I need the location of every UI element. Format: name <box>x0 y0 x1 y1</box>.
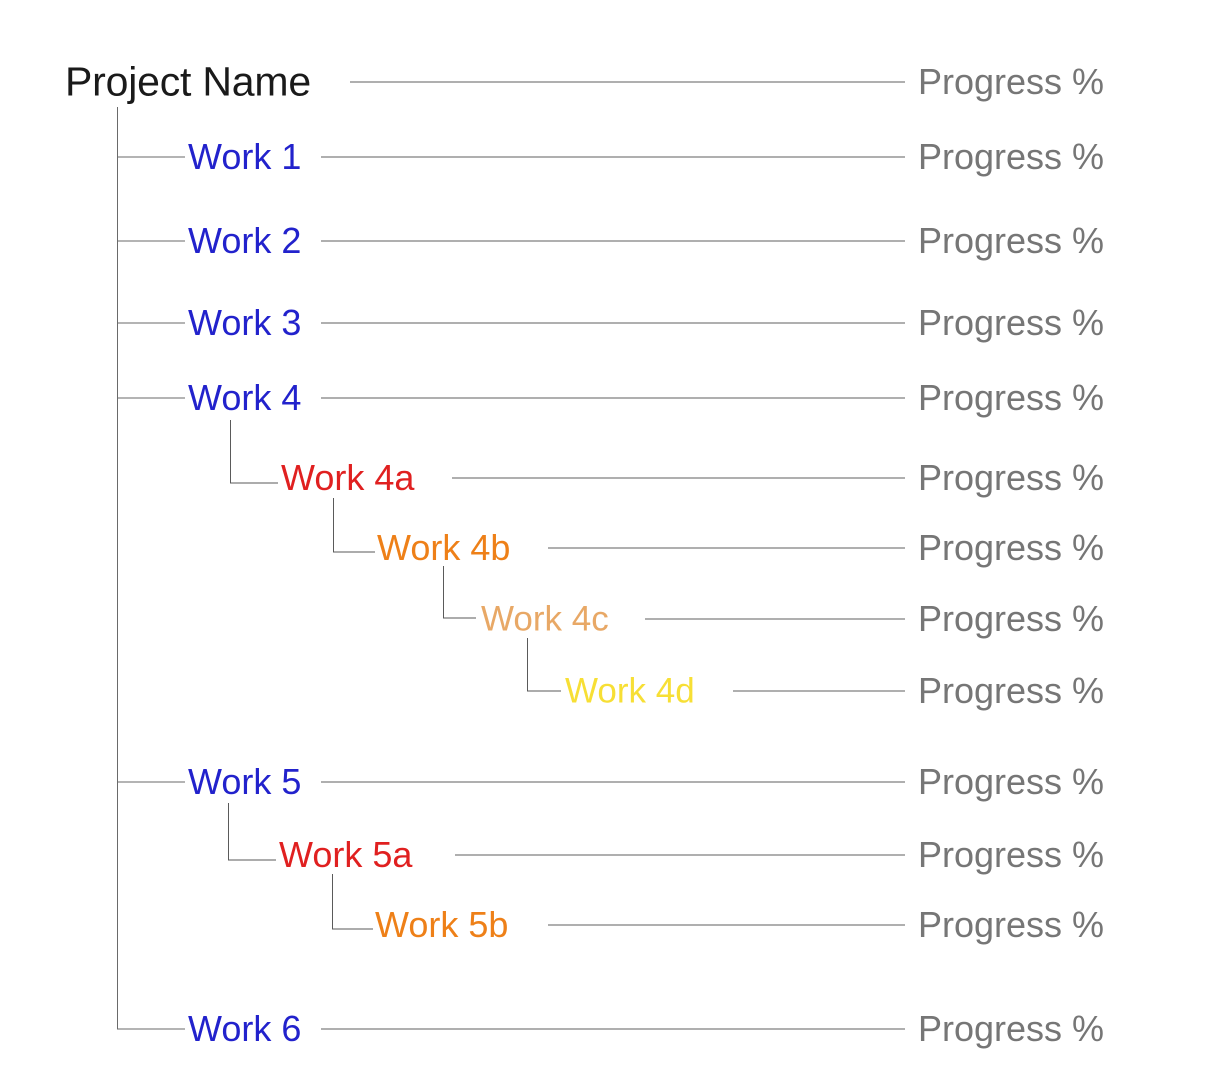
elbow-horizontal-work-4a <box>230 482 278 484</box>
node-label-work-4d[interactable]: Work 4d <box>565 671 695 711</box>
branch-stub-work-6 <box>117 1028 185 1030</box>
elbow-vertical-work-4d <box>527 638 528 691</box>
leader-line-work-3 <box>321 322 905 324</box>
progress-label-work-1: Progress % <box>918 136 1105 177</box>
node-label-work-4c[interactable]: Work 4c <box>481 599 609 639</box>
progress-label-work-4d: Progress % <box>918 670 1105 711</box>
node-label-work-6[interactable]: Work 6 <box>188 1008 302 1049</box>
progress-label-work-2: Progress % <box>918 220 1105 261</box>
elbow-horizontal-work-5b <box>332 928 373 930</box>
root-trunk-line <box>117 107 118 1029</box>
node-label-work-3[interactable]: Work 3 <box>188 302 302 343</box>
branch-stub-work-3 <box>117 322 185 324</box>
branch-stub-work-2 <box>117 240 185 242</box>
elbow-horizontal-work-5a <box>228 859 276 861</box>
branch-stub-work-1 <box>117 156 185 158</box>
node-label-work-4b[interactable]: Work 4b <box>377 527 511 568</box>
node-label-project-name[interactable]: Project Name <box>65 58 311 105</box>
leader-line-work-4 <box>321 397 905 399</box>
leader-line-work-5a <box>455 854 905 856</box>
leader-line-work-1 <box>321 156 905 158</box>
elbow-horizontal-work-4c <box>443 617 476 619</box>
elbow-vertical-work-4c <box>443 566 444 618</box>
progress-label-work-4a: Progress % <box>918 457 1105 498</box>
node-label-work-4[interactable]: Work 4 <box>188 377 302 418</box>
node-label-work-2[interactable]: Work 2 <box>188 220 302 261</box>
leader-line-work-5 <box>321 781 905 783</box>
node-label-work-5b[interactable]: Work 5b <box>375 904 509 945</box>
leader-line-work-5b <box>548 924 905 926</box>
node-label-work-5a[interactable]: Work 5a <box>279 834 413 875</box>
leader-line-project-name <box>350 81 905 83</box>
leader-line-work-4a <box>452 477 905 479</box>
leader-line-work-4c <box>645 618 905 620</box>
progress-label-work-4: Progress % <box>918 377 1105 418</box>
leader-line-work-2 <box>321 240 905 242</box>
elbow-vertical-work-5b <box>332 874 333 929</box>
branch-stub-work-4 <box>117 397 185 399</box>
elbow-vertical-work-5a <box>228 803 229 860</box>
progress-label-work-4b: Progress % <box>918 527 1105 568</box>
elbow-horizontal-work-4d <box>527 690 561 692</box>
branch-stub-work-5 <box>117 781 185 783</box>
leader-line-work-4d <box>733 690 905 692</box>
progress-label-work-3: Progress % <box>918 302 1105 343</box>
leader-line-work-6 <box>321 1028 905 1030</box>
node-label-work-5[interactable]: Work 5 <box>188 761 302 802</box>
progress-label-work-5b: Progress % <box>918 904 1105 945</box>
node-label-work-4a[interactable]: Work 4a <box>281 457 415 498</box>
elbow-vertical-work-4a <box>230 420 231 483</box>
leader-line-work-4b <box>548 547 905 549</box>
progress-label-project-name: Progress % <box>918 61 1105 102</box>
progress-label-work-5: Progress % <box>918 761 1105 802</box>
progress-label-work-6: Progress % <box>918 1008 1105 1049</box>
elbow-vertical-work-4b <box>333 498 334 552</box>
node-label-work-1[interactable]: Work 1 <box>188 136 302 177</box>
progress-label-work-4c: Progress % <box>918 598 1105 639</box>
progress-label-work-5a: Progress % <box>918 834 1105 875</box>
elbow-horizontal-work-4b <box>333 551 375 553</box>
